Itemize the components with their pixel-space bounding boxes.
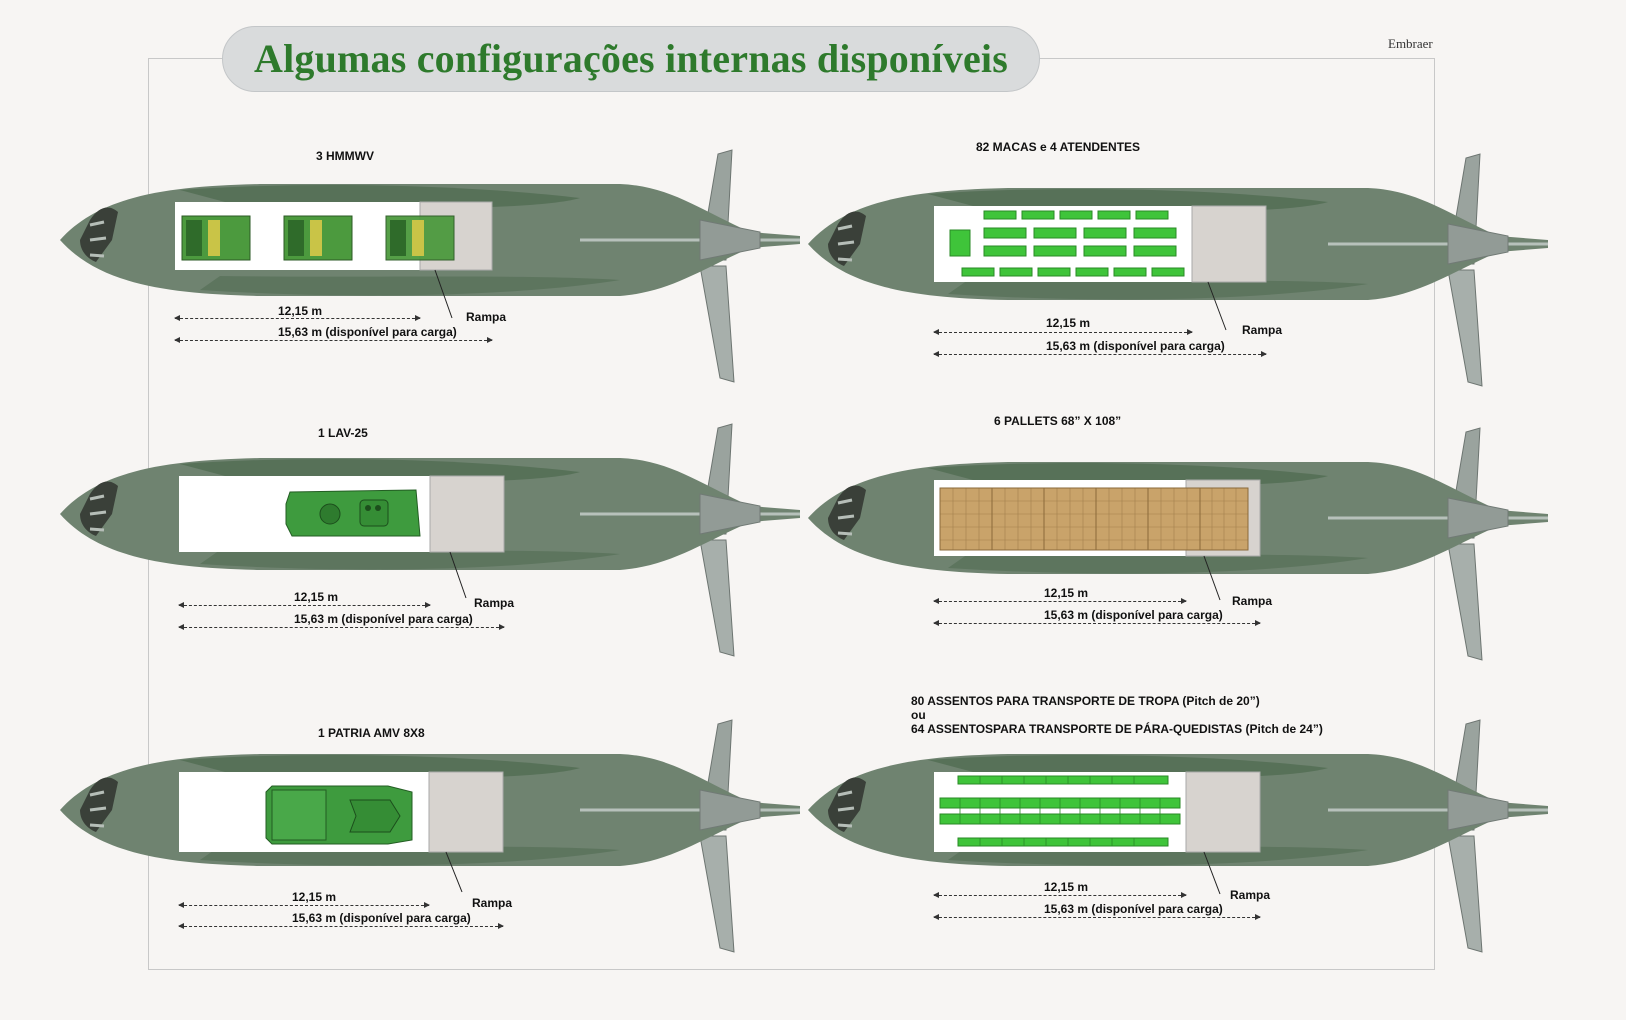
config-title: 1 PATRIA AMV 8X8 <box>318 726 425 740</box>
config-title-line-2: ou <box>911 708 926 722</box>
length-short-label: 12,15 m <box>278 304 323 318</box>
ramp-label: Rampa <box>1242 323 1283 337</box>
length-short-line <box>178 602 431 608</box>
aircraft-diagram <box>60 719 800 953</box>
length-long-line <box>933 620 1261 626</box>
config-panel-patria: 1 PATRIA AMV 8X8 Rampa 12,15 m 15,63 m (… <box>60 719 800 1020</box>
length-long-label: 15,63 m (disponível para carga) <box>1044 902 1223 916</box>
ramp-area <box>429 475 505 553</box>
config-panel-pallets: 6 PALLETS 68” X 108” Rampa 12,15 m 15,63… <box>808 410 1548 710</box>
aircraft-diagram <box>60 423 800 657</box>
length-short-line <box>933 892 1187 898</box>
cargo-patria <box>265 785 413 845</box>
ramp-label: Rampa <box>1232 594 1273 608</box>
ramp-leader-line <box>1203 851 1221 895</box>
ramp-leader-line <box>1203 555 1221 601</box>
cargo-hmmwv-1 <box>181 215 251 261</box>
cargo-pallets <box>939 487 1249 551</box>
ramp-area <box>428 771 504 853</box>
config-title: 82 MACAS e 4 ATENDENTES <box>976 140 1141 154</box>
ramp-leader-line <box>1207 281 1227 331</box>
page-title: Algumas configurações internas disponíve… <box>253 36 1008 81</box>
ramp-leader-line <box>434 269 453 319</box>
title-banner: Algumas configurações internas disponíve… <box>222 26 1040 92</box>
ramp-label: Rampa <box>474 596 515 610</box>
ramp-label: Rampa <box>1230 888 1271 902</box>
length-short-label: 12,15 m <box>1044 586 1089 600</box>
length-short-label: 12,15 m <box>292 890 337 904</box>
config-title-line-1: 80 ASSENTOS PARA TRANSPORTE DE TROPA (Pi… <box>911 694 1260 708</box>
length-long-label: 15,63 m (disponível para carga) <box>292 911 471 925</box>
length-long-line <box>933 351 1267 357</box>
length-long-line <box>933 914 1261 920</box>
cargo-hmmwv-3 <box>385 215 455 261</box>
config-panel-lav25: 1 LAV-25 Rampa 12,15 m 15,63 m (disponív… <box>60 420 800 720</box>
cargo-stretchers <box>949 210 1185 277</box>
ramp-label: Rampa <box>472 896 513 910</box>
length-short-line <box>174 315 421 321</box>
ramp-leader-line <box>445 851 463 893</box>
ramp-label: Rampa <box>466 310 507 324</box>
config-panel-assentos: 80 ASSENTOS PARA TRANSPORTE DE TROPA (Pi… <box>808 694 1548 994</box>
length-long-label: 15,63 m (disponível para carga) <box>294 612 473 626</box>
aircraft-diagram <box>808 153 1548 387</box>
length-short-line <box>178 902 430 908</box>
length-long-label: 15,63 m (disponível para carga) <box>1044 608 1223 622</box>
length-short-line <box>933 598 1187 604</box>
aircraft-diagram <box>808 427 1548 661</box>
aircraft-diagram <box>808 719 1548 953</box>
cargo-lav25 <box>285 489 421 537</box>
config-title: 3 HMMWV <box>316 149 374 163</box>
ramp-area <box>1191 205 1267 283</box>
config-title: 1 LAV-25 <box>318 426 368 440</box>
cargo-hmmwv-2 <box>283 215 353 261</box>
config-panel-hmmwv: 3 HMMWV Rampa 12,15 m 15,63 m (disponíve… <box>60 140 800 440</box>
length-short-line <box>933 329 1193 335</box>
config-title: 6 PALLETS 68” X 108” <box>994 414 1122 428</box>
ramp-area <box>1185 771 1261 853</box>
config-title-line-3: 64 ASSENTOSPARA TRANSPORTE DE PÁRA-QUEDI… <box>911 722 1323 736</box>
length-long-label: 15,63 m (disponível para carga) <box>1046 339 1225 353</box>
length-long-line <box>178 923 504 929</box>
aircraft-diagram <box>60 149 800 383</box>
length-long-line <box>174 337 493 343</box>
length-long-line <box>178 624 505 630</box>
length-short-label: 12,15 m <box>294 590 339 604</box>
config-panel-macas: 82 MACAS e 4 ATENDENTES Rampa 12,15 m 15… <box>808 140 1548 440</box>
length-short-label: 12,15 m <box>1044 880 1089 894</box>
length-short-label: 12,15 m <box>1046 316 1091 330</box>
pallet-grid-lines <box>940 488 1248 550</box>
seat-dividers <box>959 776 1161 846</box>
ramp-leader-line <box>449 551 467 599</box>
credit-label: Embraer <box>1388 36 1433 51</box>
length-long-label: 15,63 m (disponível para carga) <box>278 325 457 339</box>
